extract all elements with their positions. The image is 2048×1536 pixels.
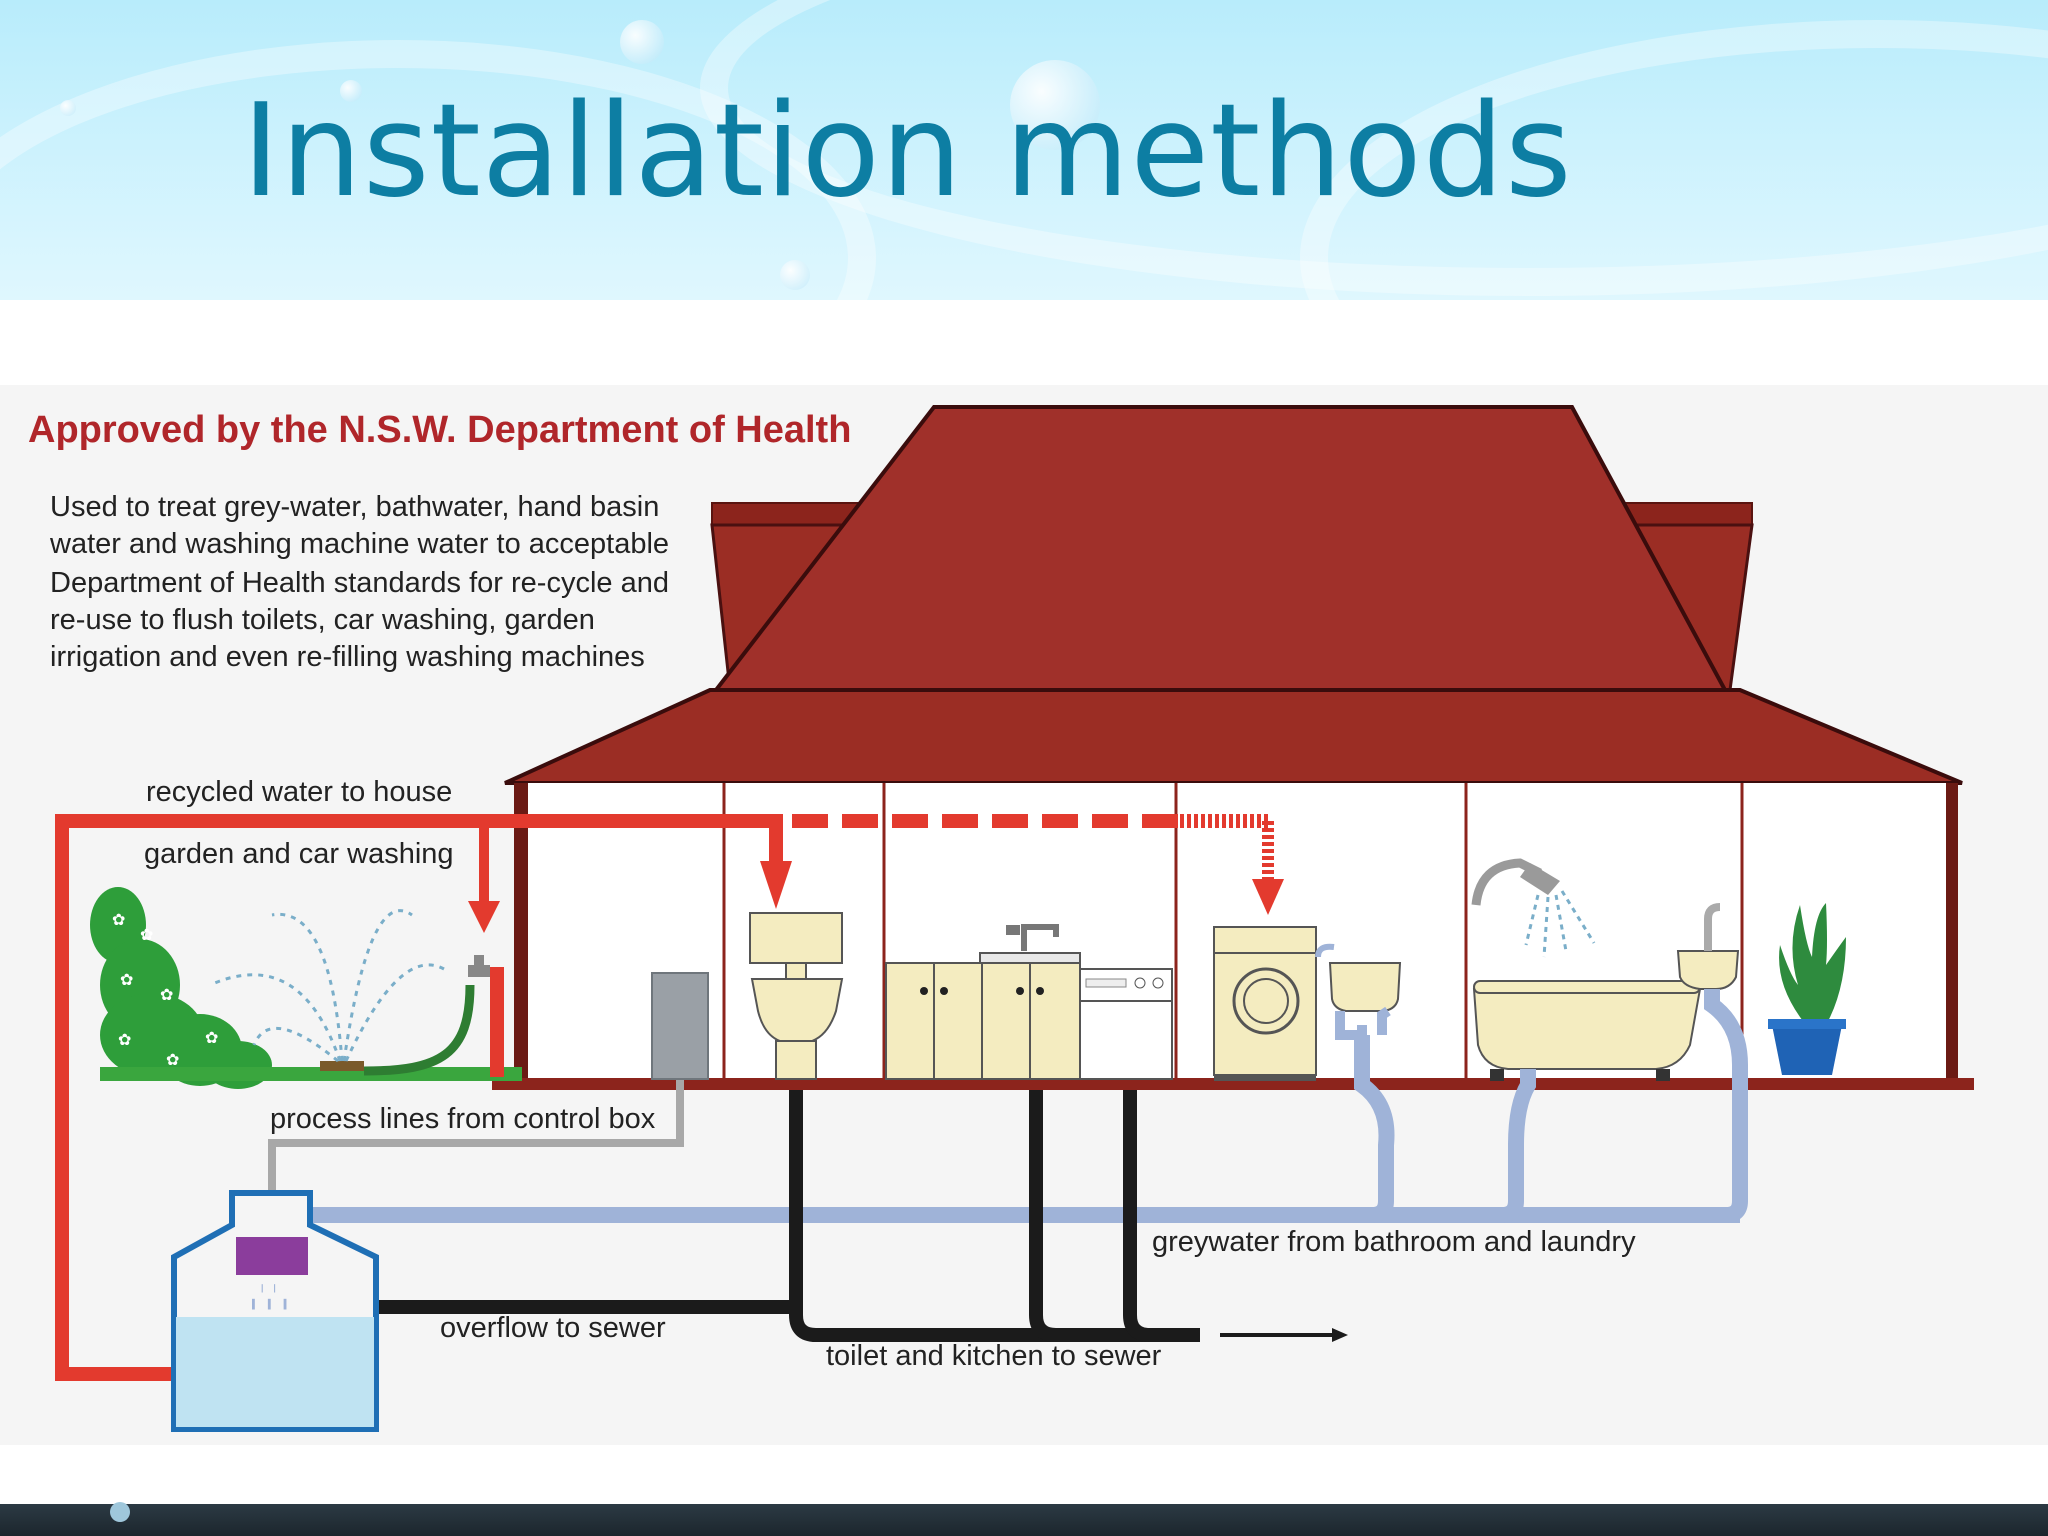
process-line (268, 1080, 684, 1195)
svg-text:╻ ╻ ╻: ╻ ╻ ╻ (248, 1289, 291, 1310)
diagram-heading: Approved by the N.S.W. Department of Hea… (28, 409, 851, 451)
svg-text:╷ ╷: ╷ ╷ (258, 1276, 279, 1293)
svg-text:✿: ✿ (205, 1030, 218, 1047)
treatment-tank: ╻ ╻ ╻ ╷ ╷ (171, 1190, 379, 1432)
greywater-pipe (282, 989, 1748, 1223)
bubble-decoration (1010, 60, 1100, 150)
label-garden-car-washing: garden and car washing (144, 838, 454, 870)
sprinkler (209, 909, 445, 1071)
sewer-pipe (376, 1090, 1348, 1342)
description-line: re-use to flush toilets, car washing, ga… (50, 604, 595, 636)
recycled-water-pipe (55, 814, 1284, 1381)
slide-footer (0, 1504, 2048, 1536)
house-roof (504, 405, 1963, 785)
label-greywater: greywater from bathroom and laundry (1152, 1226, 1636, 1258)
garden-tap (363, 955, 504, 1077)
description-line: Used to treat grey-water, bathwater, han… (50, 491, 659, 523)
bathroom-basin (1676, 903, 1740, 990)
svg-text:✿: ✿ (118, 1032, 131, 1049)
label-toilet-kitchen-sewer: toilet and kitchen to sewer (826, 1340, 1162, 1372)
label-overflow: overflow to sewer (440, 1312, 666, 1344)
description-line: water and washing machine water to accep… (49, 528, 669, 560)
shower (1471, 858, 1596, 958)
bubble-decoration (340, 80, 362, 102)
washing-machine (1213, 926, 1317, 1081)
label-process-lines: process lines from control box (270, 1103, 656, 1135)
bathtub (1472, 980, 1702, 1081)
description-text: Used to treat grey-water, bathwater, han… (49, 491, 669, 673)
kitchen-cabinets (885, 924, 1173, 1080)
svg-text:✿: ✿ (140, 927, 153, 944)
bubble-decoration (620, 20, 664, 64)
toilet (749, 912, 844, 1080)
footer-dot-decoration (110, 1502, 130, 1522)
label-recycled-water: recycled water to house (146, 776, 452, 808)
description-line: Department of Health standards for re-cy… (50, 567, 669, 599)
greywater-system-diagram: Approved by the N.S.W. Department of Hea… (0, 385, 2048, 1445)
svg-text:✿: ✿ (166, 1052, 179, 1069)
slide-title: Installation methods (242, 77, 1573, 226)
svg-text:✿: ✿ (112, 912, 125, 929)
svg-text:✿: ✿ (120, 972, 133, 989)
bubble-decoration (60, 100, 76, 116)
description-line: irrigation and even re-filling washing m… (50, 641, 645, 673)
bubble-decoration (780, 260, 810, 290)
control-box (651, 972, 709, 1080)
svg-text:✿: ✿ (160, 987, 173, 1004)
potted-plant (1768, 903, 1846, 1075)
slide-header: Installation methods (0, 0, 2048, 300)
